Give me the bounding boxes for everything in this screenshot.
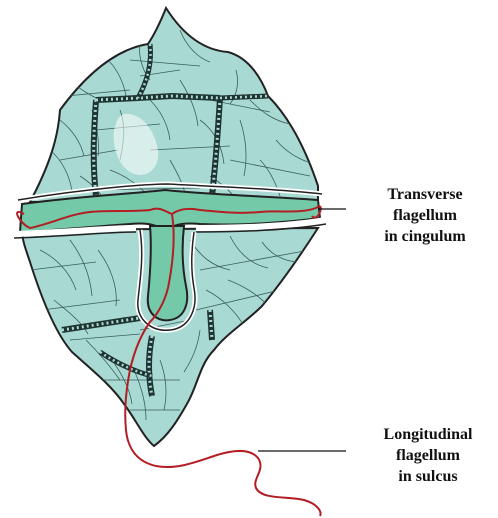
- transverse-flagellum-label: Transverse flagellum in cingulum: [366, 184, 484, 247]
- transverse-label-line3: in cingulum: [366, 226, 484, 247]
- transverse-label-line1: Transverse: [366, 184, 484, 205]
- transverse-label-line2: flagellum: [366, 205, 484, 226]
- sulcus-groove: [148, 226, 187, 320]
- longitudinal-flagellum-label: Longitudinal flagellum in sulcus: [366, 424, 490, 487]
- longitudinal-label-line3: in sulcus: [366, 466, 490, 487]
- epitheca: [30, 8, 318, 202]
- longitudinal-label-line2: flagellum: [366, 445, 490, 466]
- epitheca-body: [30, 8, 318, 202]
- longitudinal-label-line1: Longitudinal: [366, 424, 490, 445]
